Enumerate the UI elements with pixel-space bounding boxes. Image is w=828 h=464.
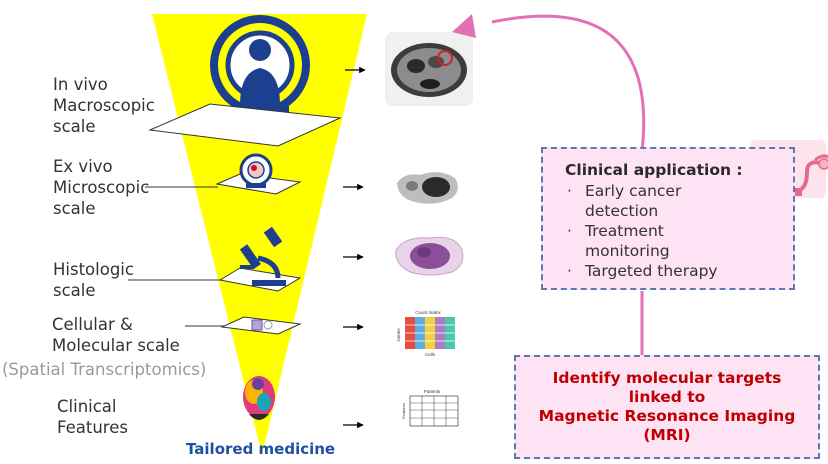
list-item: · Early cancer detection (567, 182, 682, 220)
count-matrix-xlabel: Cells (425, 352, 436, 357)
count-matrix-image: Count matrix Cells Genes (396, 310, 455, 357)
clinical-application-title: Clinical application : (565, 161, 743, 179)
label-clinical: Clinical Features (57, 397, 128, 437)
label-spatial-transcriptomics: (Spatial Transcriptomics) (2, 360, 207, 379)
mri-scan-image (385, 32, 473, 106)
label-invivo: In vivo Macroscopic scale (53, 75, 155, 136)
count-matrix-title: Count matrix (415, 310, 441, 315)
mri-box-line-3: Magnetic Resonance Imaging (538, 407, 796, 425)
list-item: · Targeted therapy (567, 262, 718, 280)
pink-arrow-head (452, 14, 476, 38)
clinical-application-list: · Early cancer detection · Treatment mon… (561, 181, 718, 281)
cell-icon (251, 319, 273, 331)
pink-arrow-curve (491, 14, 646, 153)
mri-box-line-2: linked to (628, 388, 706, 406)
microscope-icon (239, 226, 286, 286)
exvivo-specimen-image (397, 172, 458, 204)
mri-targets-box: Identify molecular targets linked to Mag… (514, 355, 820, 459)
patients-table-ylabel: Features (401, 403, 406, 419)
histology-slide-image (395, 236, 464, 276)
patients-table-image: Patients Features (401, 389, 459, 427)
patients-table-title: Patients (424, 389, 441, 394)
label-histologic: Histologic scale (53, 260, 134, 300)
mri-box-line-4: (MRI) (643, 426, 691, 444)
tailored-medicine-label: Tailored medicine (186, 440, 336, 458)
label-exvivo: Ex vivo Microscopic scale (53, 157, 150, 218)
list-item: · Treatment monitoring (567, 222, 670, 260)
count-matrix-ylabel: Genes (396, 328, 401, 342)
plane-invivo (148, 103, 342, 147)
exvivo-scanner-icon (239, 153, 273, 188)
patient-head-icon (243, 376, 275, 420)
mri-box-line-1: Identify molecular targets (552, 369, 782, 387)
label-cellular: Cellular & Molecular scale (52, 315, 180, 355)
clinical-application-box: Clinical application : · Early cancer de… (541, 147, 795, 290)
